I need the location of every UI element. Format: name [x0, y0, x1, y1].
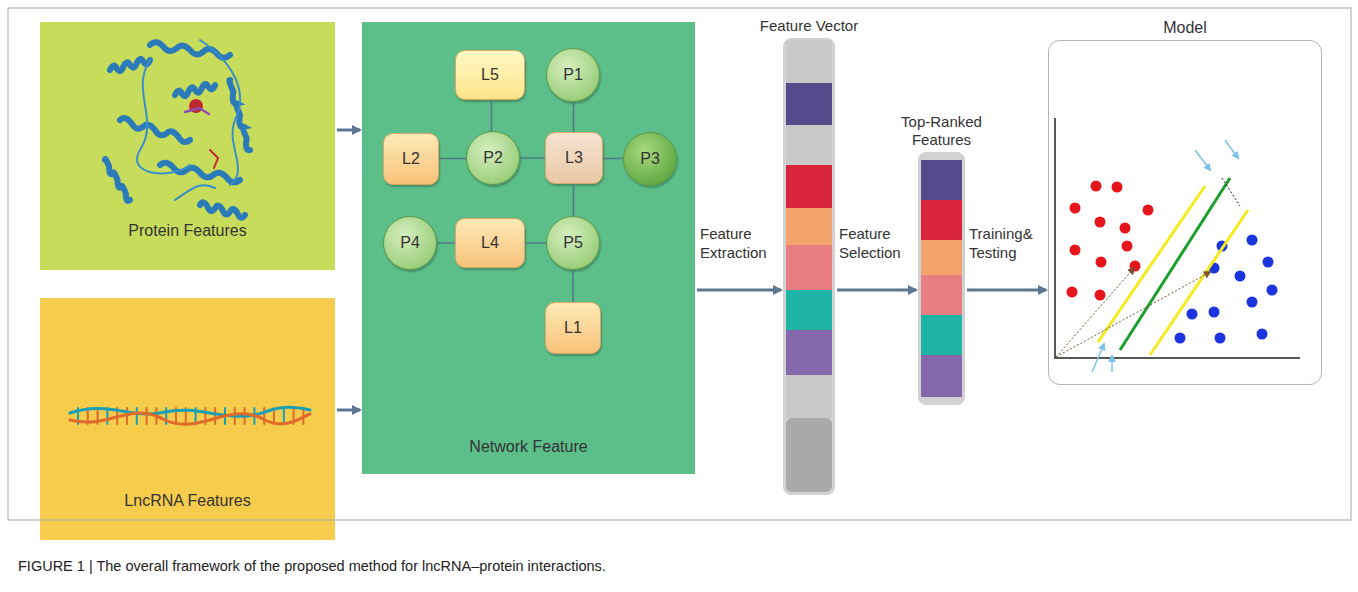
network-link [573, 102, 575, 132]
node-label: L3 [565, 148, 583, 167]
node-label: L5 [481, 65, 499, 84]
flow-arrow [697, 289, 781, 292]
node-label: Protein Features [128, 221, 246, 240]
protein-structure [105, 40, 250, 218]
figure-caption: FIGURE 1 | The overall framework of the … [18, 558, 606, 574]
network-link [437, 242, 455, 244]
protein-node: P4 [383, 216, 437, 270]
lncrna-node: L2 [383, 133, 439, 185]
protein-node: P1 [546, 48, 600, 102]
network-link [603, 158, 623, 160]
input-panel: LncRNA Features [40, 298, 335, 540]
network-panel: Network Feature L5 P1L2 P2 L3 P3P4 L4 P5L1 [362, 22, 695, 474]
flow-arrow [337, 129, 360, 132]
node-label: Top-Ranked Features [882, 113, 1002, 149]
lncrna-node: L1 [545, 302, 601, 354]
lncrna-node: L3 [545, 132, 603, 184]
figure-frame [8, 8, 1351, 520]
node-label: L2 [402, 149, 420, 168]
input-panel: Protein Features [40, 22, 335, 270]
svm-chart [1055, 118, 1300, 372]
protein-node: P5 [546, 216, 600, 270]
lncrna-node: L5 [455, 50, 525, 100]
node-label: P4 [400, 233, 420, 252]
node-label: L4 [481, 233, 499, 252]
node-label: Model [1140, 18, 1230, 37]
node-label: P2 [483, 148, 503, 167]
node-label: Feature Vector [744, 17, 874, 35]
top-ranked-features: Top-Ranked Features [918, 152, 965, 405]
edge-label: Training& Testing [969, 225, 1047, 263]
network-link [439, 158, 466, 160]
network-link [520, 157, 545, 159]
feature-vector-bar [786, 40, 832, 492]
rna-strand [70, 407, 310, 424]
lncrna-node: L4 [455, 218, 525, 268]
node-label: LncRNA Features [124, 491, 250, 510]
edge-label: Feature Selection [839, 225, 917, 263]
edge-label: Feature Extraction [700, 225, 780, 263]
node-label: P1 [563, 65, 583, 84]
node-label: P3 [640, 149, 660, 168]
feature-vector: Feature Vector [783, 38, 835, 495]
top-ranked-bar [921, 160, 962, 397]
flow-arrow [337, 409, 360, 412]
model-panel: Model [1048, 40, 1322, 385]
node-label: P5 [563, 233, 583, 252]
node-label: L1 [564, 318, 582, 337]
node-label: Network Feature [469, 437, 587, 456]
flow-arrow [837, 289, 916, 292]
network-link [572, 270, 574, 302]
network-link [491, 100, 493, 131]
network-link [573, 184, 575, 216]
protein-node: P2 [466, 131, 520, 185]
flow-arrow [967, 289, 1046, 292]
protein-node: P3 [623, 132, 677, 186]
network-link [525, 242, 546, 244]
